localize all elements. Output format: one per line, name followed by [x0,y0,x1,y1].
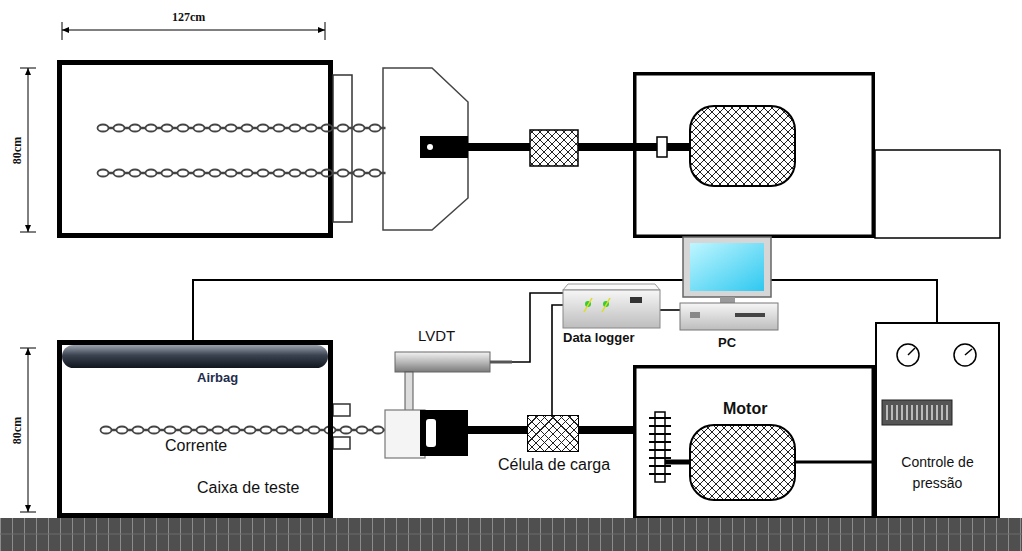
node-label: Data logger [563,331,635,346]
node-label: PC [718,336,736,351]
airbag: Airbag [62,345,328,368]
node-label: Célula de carga [498,456,610,474]
lvdt-sensor: LVDT [393,325,493,373]
motor: Motor [688,398,798,500]
test-box: CorrenteCaixa de teste Airbag [57,340,333,518]
wire [552,305,563,415]
node-label: LVDT [418,327,455,344]
node-label: Airbag [197,371,238,386]
dimension-label: 80cm [10,134,25,168]
pressure-control: Controle de pressão [875,322,1000,518]
wire [193,280,937,345]
node-label: Controle de pressão [877,452,998,494]
dimension-label: 127cm [172,10,205,25]
data-logger: Data logger [563,283,660,347]
node-label: Corrente [165,437,227,455]
load-cell: Célula de carga [527,415,579,452]
node-label: Caixa de teste [197,479,299,497]
node-label: Motor [723,400,767,418]
dimension-label: 80cm [10,414,25,448]
pc: PC [680,236,780,352]
wire [660,309,680,311]
